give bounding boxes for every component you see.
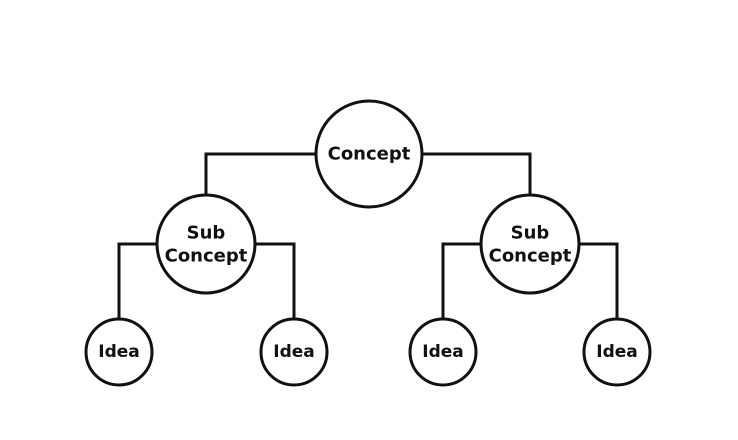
- sub-concept-label-line2: Concept: [489, 246, 572, 267]
- connector-sub-left-to-idea-1: [117, 242, 157, 319]
- connector-sub-left-to-idea-2: [255, 242, 296, 319]
- sub-concept-label-line1: Sub: [187, 223, 226, 244]
- sub-concept-node-left: Sub Concept: [155, 193, 257, 295]
- idea-node-3: Idea: [408, 317, 478, 387]
- sub-concept-label-line2: Concept: [165, 246, 248, 267]
- connector-root-to-sub-left: [204, 152, 316, 196]
- sub-concept-circle: [479, 193, 581, 295]
- idea-label: Idea: [596, 342, 638, 362]
- idea-node-4: Idea: [582, 317, 652, 387]
- sub-concept-label-line1: Sub: [511, 223, 550, 244]
- idea-circle: [408, 317, 478, 387]
- connector-sub-right-to-idea-4: [579, 242, 619, 319]
- sub-concept-circle: [155, 193, 257, 295]
- idea-node-2: Idea: [259, 317, 329, 387]
- connector-sub-right-to-idea-3: [441, 242, 481, 319]
- idea-label: Idea: [422, 342, 464, 362]
- idea-circle: [582, 317, 652, 387]
- root-concept-label: Concept: [328, 144, 411, 165]
- connector-root-to-sub-right: [422, 152, 532, 196]
- idea-label: Idea: [273, 342, 315, 362]
- idea-node-1: Idea: [84, 317, 154, 387]
- root-concept-circle: [314, 99, 424, 209]
- idea-label: Idea: [98, 342, 140, 362]
- root-concept-node: Concept: [314, 99, 424, 209]
- idea-circle: [84, 317, 154, 387]
- idea-circle: [259, 317, 329, 387]
- sub-concept-node-right: Sub Concept: [479, 193, 581, 295]
